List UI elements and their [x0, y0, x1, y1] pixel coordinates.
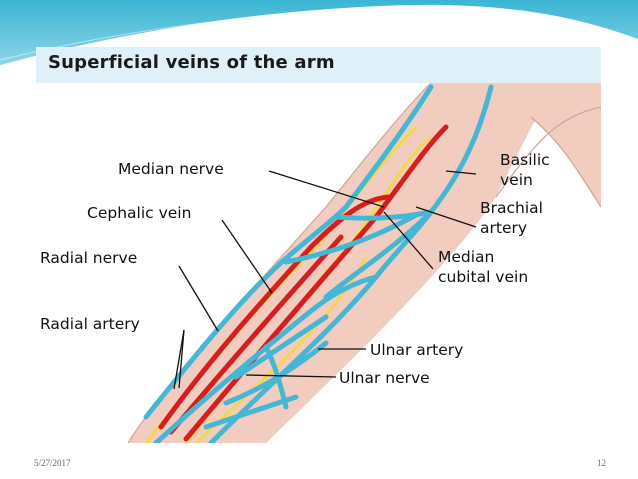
- label-median-cubital-line1: Median: [438, 248, 495, 266]
- label-median-cubital-line2: cubital vein: [438, 268, 529, 286]
- label-radial-artery: Radial artery: [40, 315, 140, 333]
- label-basilic-vein-line1: Basilic: [500, 151, 550, 169]
- arm-illustration: [127, 82, 601, 443]
- label-ulnar-artery: Ulnar artery: [370, 341, 464, 359]
- figure-title-bar: Superficial veins of the arm: [36, 47, 601, 83]
- arm-diagram: Superficial veins of the arm Median nerv…: [36, 47, 601, 443]
- figure-title: Superficial veins of the arm: [48, 52, 335, 73]
- label-cephalic-vein: Cephalic vein: [87, 204, 192, 222]
- footer-page-number: 12: [597, 458, 606, 468]
- label-median-nerve: Median nerve: [118, 160, 224, 178]
- leader-lines: [178, 170, 477, 389]
- footer-date: 5/27/2017: [34, 458, 71, 468]
- armpit-skin: [506, 83, 601, 207]
- label-ulnar-nerve: Ulnar nerve: [339, 369, 430, 387]
- arm-skin: [128, 83, 556, 443]
- label-brachial-artery-line2: artery: [480, 219, 528, 237]
- label-basilic-vein-line2: vein: [500, 171, 533, 189]
- label-radial-nerve: Radial nerve: [40, 249, 138, 267]
- label-brachial-artery-line1: Brachial: [480, 199, 543, 217]
